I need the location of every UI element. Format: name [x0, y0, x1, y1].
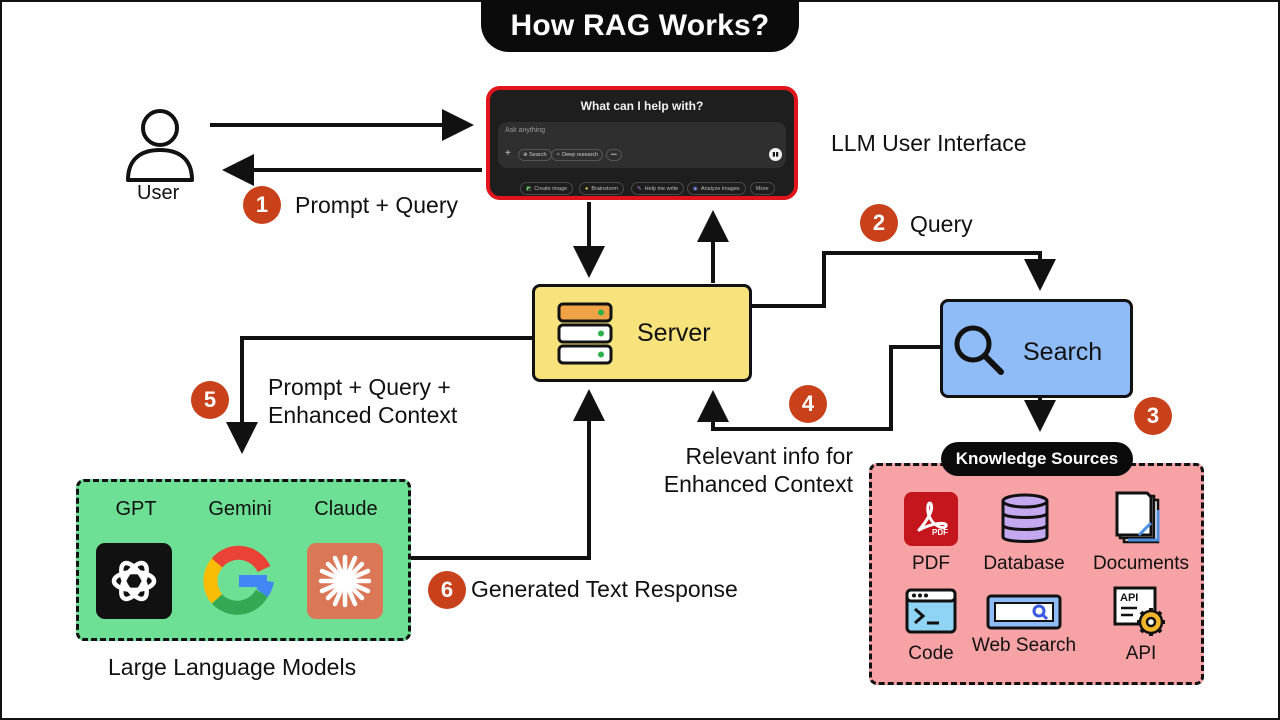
arrow-server-to-search: [752, 251, 1056, 308]
claude-logo-tile: [307, 543, 383, 619]
ui-chip-label: Brainstorm: [591, 185, 618, 192]
gemini-logo-tile: [201, 543, 277, 619]
search-node: Search: [940, 299, 1133, 398]
knowledge-sources-title: Knowledge Sources: [941, 442, 1133, 476]
ui-tool-search[interactable]: ⊕ Search: [518, 149, 552, 161]
source-label-api: API: [1125, 643, 1157, 664]
ui-heading: What can I help with?: [580, 99, 704, 113]
api-gear-icon: [1113, 586, 1165, 636]
ui-chip-brainstorm[interactable]: ●Brainstorm: [579, 182, 624, 195]
ui-chip-label: Create image: [534, 185, 568, 192]
ui-chip-create-image[interactable]: ◩Create image: [520, 182, 574, 195]
source-label-documents: Documents: [1092, 553, 1190, 574]
user-icon: [126, 109, 194, 182]
step-badge-5: 5: [191, 381, 229, 419]
ui-tool-label: Search: [529, 152, 547, 158]
database-icon: [1001, 493, 1049, 543]
step-label-2: Query: [910, 211, 973, 237]
step-label-4-line2: Enhanced Context: [663, 471, 853, 497]
voice-icon[interactable]: ▮▮: [769, 148, 782, 161]
arrow-search-to-server: [697, 345, 940, 431]
source-label-database: Database: [983, 553, 1065, 574]
openai-knot-icon: [111, 560, 157, 602]
server-node: Server: [532, 284, 752, 382]
server-stack-icon: [557, 302, 613, 365]
bulb-icon: ●: [585, 185, 589, 192]
plus-icon[interactable]: +: [505, 148, 511, 159]
step-badge-6: 6: [428, 571, 466, 609]
step-label-1: Prompt + Query: [295, 192, 458, 218]
step-label-5-line2: Enhanced Context: [268, 402, 458, 428]
model-name-claude: Claude: [314, 498, 378, 520]
model-name-gemini: Gemini: [208, 498, 272, 520]
llm-ui-panel: What can I help with? Ask anything + ⊕ S…: [486, 86, 798, 200]
pen-icon: ✎: [637, 185, 642, 192]
image-icon: ◩: [526, 185, 532, 192]
llm-models-box: GPT Gemini Claude: [76, 479, 411, 641]
step-label-6: Generated Text Response: [471, 576, 738, 602]
step-badge-3: 3: [1134, 397, 1172, 435]
user-label: User: [137, 182, 180, 204]
pdf-tag: PDF: [932, 528, 948, 537]
ui-prompt-input[interactable]: Ask anything + ⊕ Search ✧ Deep research …: [498, 122, 786, 168]
llm-ui-caption: LLM User Interface: [831, 130, 1027, 156]
server-label: Server: [637, 319, 711, 347]
ui-tool-label: •••: [611, 152, 617, 158]
step-label-4-line1: Relevant info for: [685, 443, 853, 469]
step-badge-1: 1: [243, 186, 281, 224]
api-tag: API: [1120, 592, 1139, 604]
documents-icon: [1115, 491, 1160, 544]
gpt-logo-tile: [96, 543, 172, 619]
diagram-title: How RAG Works?: [481, 0, 799, 52]
step-badge-2: 2: [860, 204, 898, 242]
arrow-server-to-llm: [226, 336, 532, 454]
llm-caption: Large Language Models: [108, 654, 357, 680]
ui-prompt-placeholder: Ask anything: [505, 127, 546, 134]
ui-chip-help-me-write[interactable]: ✎Help me write: [631, 182, 685, 195]
ui-tool-deep-research[interactable]: ✧ Deep research: [551, 149, 604, 161]
ui-tool-more[interactable]: •••: [606, 149, 622, 161]
ui-chip-label: Analyze images: [700, 185, 740, 192]
source-label-pdf: PDF: [912, 553, 950, 574]
search-label: Search: [1023, 338, 1103, 366]
model-name-gpt: GPT: [115, 498, 157, 520]
web-search-icon: [986, 594, 1062, 630]
globe-icon: ⊕: [523, 152, 530, 158]
terminal-icon: [905, 588, 957, 634]
google-g-icon: [203, 545, 274, 615]
arrow-llm-to-server: [411, 389, 605, 560]
acrobat-swirl-icon: [917, 501, 948, 532]
step-label-5-line1: Prompt + Query +: [268, 374, 451, 400]
ui-chip-label: More: [756, 185, 769, 192]
step-label-4: Relevant info for Enhanced Context: [620, 442, 853, 498]
ui-chip-more[interactable]: More: [750, 182, 775, 195]
source-label-web-search: Web Search: [971, 635, 1077, 656]
knowledge-sources-box: PDF PDF Database Documents Code Web Sear…: [869, 463, 1204, 685]
telescope-icon: ✧: [556, 152, 563, 158]
ui-chip-label: Help me write: [644, 185, 679, 192]
claude-burst-icon: [318, 554, 372, 608]
source-label-code: Code: [908, 643, 954, 664]
ui-tool-label: Deep research: [562, 152, 599, 158]
step-label-5: Prompt + Query + Enhanced Context: [268, 373, 457, 429]
ui-chip-analyze-images[interactable]: ◉Analyze images: [687, 182, 746, 195]
pdf-icon: PDF: [904, 492, 958, 546]
magnifier-icon: [954, 325, 1004, 375]
step-badge-4: 4: [789, 385, 827, 423]
eye-icon: ◉: [693, 185, 698, 192]
